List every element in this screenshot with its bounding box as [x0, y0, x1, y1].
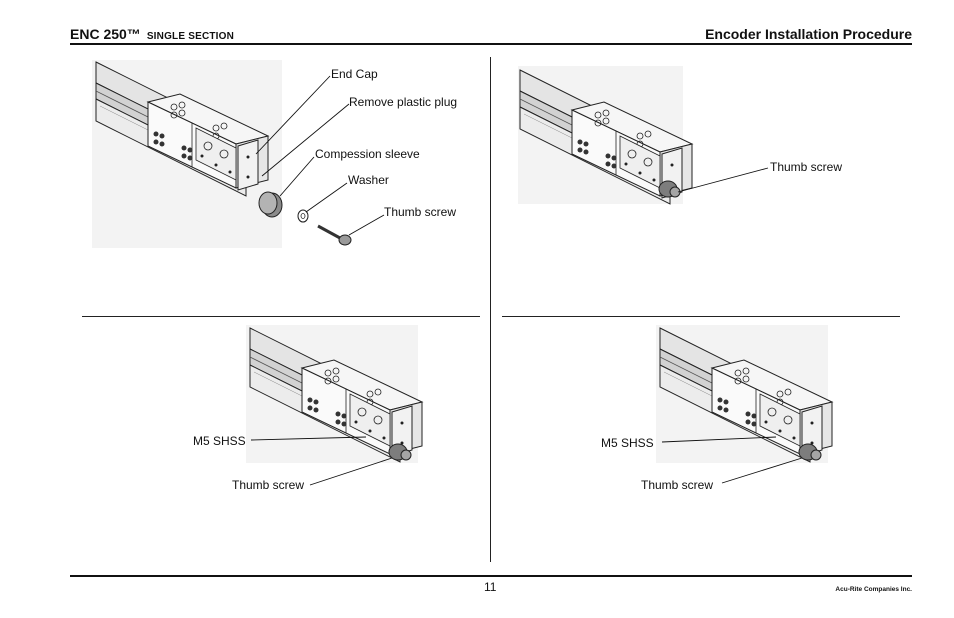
callout-thumb-screw-3: Thumb screw	[232, 478, 305, 492]
document-title: Encoder Installation Procedure	[705, 26, 912, 42]
document-header-product: ENC 250™ SINGLE SECTION	[70, 26, 234, 42]
callout-remove-plastic-plug: Remove plastic plug	[349, 95, 458, 109]
callout-end-cap: End Cap	[331, 67, 378, 81]
callout-thumb-screw-1: Thumb screw	[384, 205, 457, 219]
footer-rule	[70, 575, 912, 577]
thumb-screw-icon	[317, 224, 341, 240]
horizontal-divider-right	[502, 316, 900, 317]
page-number: 11	[484, 580, 497, 594]
callout-m5-shss-4: M5 SHSS	[601, 436, 654, 450]
callout-compression-sleeve: Compession sleeve	[315, 147, 420, 161]
horizontal-divider-left	[82, 316, 480, 317]
callout-washer: Washer	[348, 173, 389, 187]
product-name: ENC 250™	[70, 26, 141, 42]
product-subtitle: SINGLE SECTION	[146, 31, 235, 42]
company-name: Acu-Rite Companies Inc.	[835, 586, 912, 593]
vertical-divider	[490, 57, 491, 562]
callout-thumb-screw-4: Thumb screw	[641, 478, 714, 492]
callout-thumb-screw-2: Thumb screw	[770, 160, 843, 174]
callout-m5-shss-3: M5 SHSS	[193, 434, 246, 448]
leader-lines	[250, 75, 803, 486]
header-rule	[70, 43, 912, 45]
